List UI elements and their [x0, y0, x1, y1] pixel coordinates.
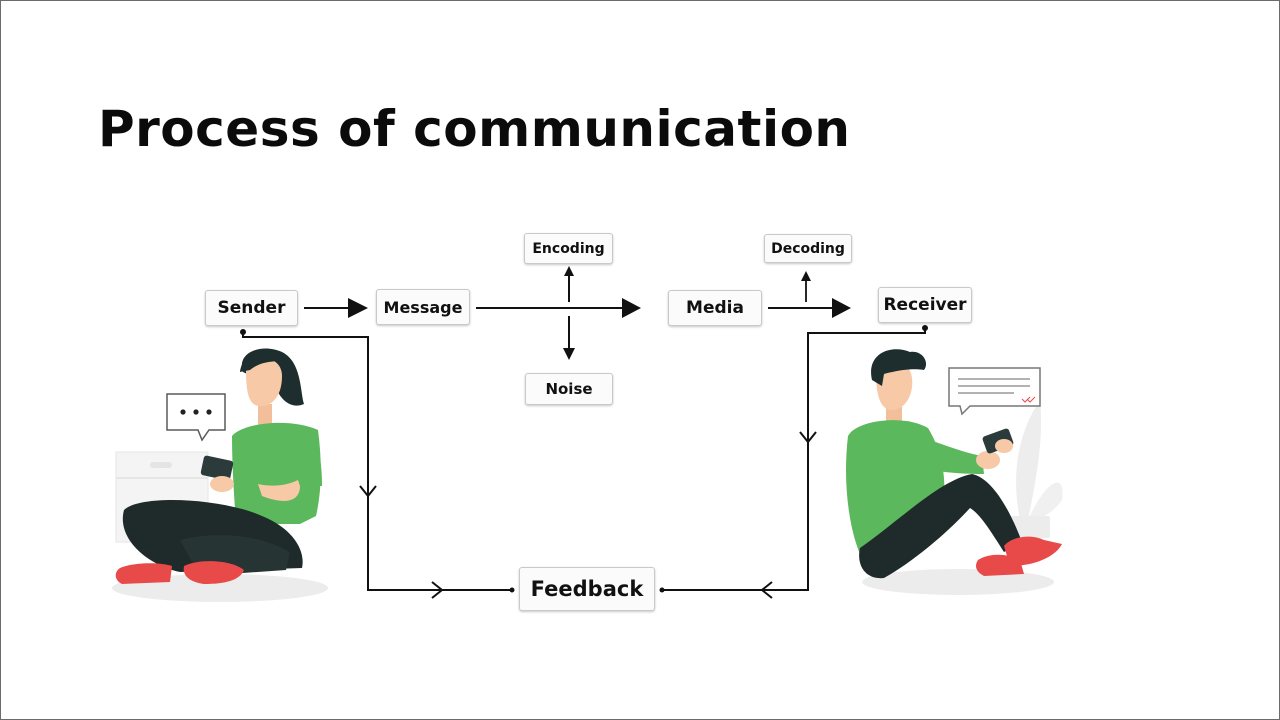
- receiver-label: Receiver: [883, 295, 967, 315]
- receiver-illustration: [846, 349, 1063, 595]
- noise-label: Noise: [545, 380, 593, 398]
- message-box: Message: [376, 289, 470, 325]
- sender-loop-chevron-right: [431, 581, 444, 599]
- arrow-to-encoding-head: [564, 266, 574, 276]
- receiver-loop-chevron-left: [760, 581, 773, 599]
- feedback-right-dot: [659, 587, 665, 593]
- decoding-box: Decoding: [764, 234, 852, 263]
- arrow-media-receiver-head: [832, 298, 851, 318]
- sender-illustration: [112, 348, 328, 602]
- message-label: Message: [383, 297, 463, 317]
- arrow-to-decoding-head: [801, 271, 811, 281]
- decoding-label: Decoding: [771, 240, 845, 257]
- receiver-loop-chevron-down: [799, 431, 817, 444]
- chat-bubble-icon: [166, 393, 226, 442]
- arrow-to-noise-head: [563, 348, 575, 360]
- arrow-sender-message-head: [348, 298, 368, 318]
- sender-box: Sender: [205, 290, 298, 326]
- sender-loop-chevron-down: [359, 485, 377, 498]
- media-label: Media: [686, 298, 744, 318]
- feedback-label: Feedback: [530, 577, 644, 601]
- receiver-feedback-line: [664, 328, 926, 591]
- media-box: Media: [668, 290, 762, 326]
- encoding-label: Encoding: [532, 240, 605, 257]
- arrow-message-media-head: [622, 298, 641, 318]
- sender-feedback-line: [242, 332, 510, 591]
- feedback-box: Feedback: [519, 567, 655, 611]
- sender-label: Sender: [217, 298, 286, 318]
- slide-title: Process of communication: [98, 100, 851, 158]
- receiver-box: Receiver: [878, 287, 972, 323]
- feedback-left-dot: [509, 587, 515, 593]
- message-bubble-icon: [948, 367, 1041, 416]
- noise-box: Noise: [525, 373, 613, 405]
- encoding-box: Encoding: [524, 233, 613, 264]
